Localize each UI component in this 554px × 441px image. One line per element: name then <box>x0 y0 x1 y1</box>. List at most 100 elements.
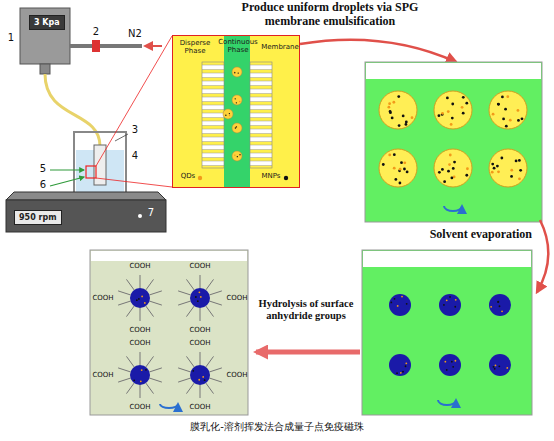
drawing-circle <box>406 303 408 305</box>
device-outlet <box>40 64 50 74</box>
drawing-circle <box>493 167 496 170</box>
drawing-circle <box>452 366 454 368</box>
microsphere-panel <box>362 250 532 415</box>
drawing-circle <box>489 91 527 129</box>
drawing-circle <box>200 296 202 298</box>
drawing-circle <box>517 109 520 112</box>
drawing-circle <box>439 354 461 376</box>
drawing-circle <box>466 167 469 170</box>
drawing-circle <box>449 296 451 298</box>
callout-number: 6 <box>38 179 48 191</box>
stir-symbol <box>160 404 178 408</box>
drawing-circle <box>234 71 235 72</box>
drawing-line <box>150 378 162 382</box>
drawing-circle <box>232 151 242 161</box>
particle-label: QDs <box>177 173 199 181</box>
drawing-circle <box>130 288 150 308</box>
step-label: Solvent evaporation <box>386 228 532 242</box>
drawing-line <box>178 301 190 305</box>
droplets <box>223 67 242 161</box>
drawing-circle <box>494 368 496 370</box>
drawing-line <box>178 291 190 295</box>
drawing-circle <box>499 305 501 307</box>
gas-pipe <box>70 44 142 48</box>
drawing-circle <box>502 117 505 120</box>
drawing-circle <box>393 153 396 156</box>
drawing-line <box>178 368 190 372</box>
drawing-line <box>118 368 130 372</box>
group-label: COOH <box>188 403 212 412</box>
group-label: COOH <box>128 339 152 348</box>
emulsion-panel <box>365 62 542 222</box>
drawing-line <box>146 356 154 367</box>
callout-number: 1 <box>6 32 16 44</box>
magnetic-stirrer <box>6 200 166 232</box>
drawing-circle <box>501 95 504 98</box>
drawing-circle <box>449 154 452 157</box>
drawing-circle <box>396 372 398 374</box>
drawing-line <box>140 352 141 365</box>
drawing-circle <box>232 95 242 105</box>
group-label: COOH <box>128 326 152 335</box>
drawing-line <box>206 306 214 317</box>
speed-display: 950 rpm <box>14 210 62 225</box>
drawing-circle <box>238 72 239 73</box>
group-label: COOH <box>91 294 115 303</box>
drawing-circle <box>518 159 521 162</box>
membrane-pores <box>202 62 224 168</box>
drawing-circle <box>519 169 522 172</box>
drawing-circle <box>455 299 457 301</box>
drawing-line <box>126 279 134 290</box>
drawing-line <box>186 383 194 394</box>
drawing-line <box>150 291 162 295</box>
zoom-leader <box>96 178 172 187</box>
drawing-circle <box>453 161 456 164</box>
drawing-circle <box>392 101 395 104</box>
drawing-line <box>126 383 134 394</box>
step-label: Produce uniform droplets via SPG membran… <box>222 1 438 29</box>
drawing-circle <box>390 302 392 304</box>
drawing-circle <box>450 123 453 126</box>
group-label: COOH <box>188 262 212 271</box>
drawing-line <box>206 279 214 290</box>
drawing-circle <box>394 178 397 181</box>
drawing-circle <box>509 119 512 122</box>
drawing-line <box>186 279 194 290</box>
zoom-marker <box>86 166 96 178</box>
drawing-line <box>200 275 201 288</box>
display-text: 3 Kpa <box>34 18 60 27</box>
drawing-line <box>200 352 201 365</box>
drawing-line <box>146 306 154 317</box>
step-label: Hydrolysis of surface anhydride groups <box>252 298 360 322</box>
drawing-circle <box>447 170 450 173</box>
drawing-circle <box>232 123 242 133</box>
drawing-circle <box>454 306 456 308</box>
drawing-circle <box>492 113 495 116</box>
drawing-circle <box>400 161 403 164</box>
panel <box>90 250 248 415</box>
drawing-circle <box>518 177 521 180</box>
drawing-circle <box>405 365 407 367</box>
drawing-circle <box>446 369 448 371</box>
drawing-line <box>200 308 201 321</box>
drawing-circle <box>140 380 142 382</box>
disperse-phase <box>172 35 300 188</box>
drawing-circle <box>451 103 454 106</box>
drawing-circle <box>389 110 392 113</box>
drawing-circle <box>402 115 405 118</box>
callout-number: 3 <box>130 124 140 136</box>
drawing-circle <box>465 174 468 177</box>
microspheres <box>389 294 511 376</box>
drawing-circle <box>489 294 511 316</box>
drawing-line <box>140 385 141 398</box>
drawing-circle <box>491 171 494 174</box>
group-label: COOH <box>188 339 212 348</box>
drawing-circle <box>454 360 456 362</box>
membrane-zoom-box: Disperse PhaseContinuous PhaseMembraneQD… <box>172 35 300 188</box>
drawing-circle <box>198 379 200 381</box>
drawing-circle <box>521 117 524 120</box>
drawing-circle <box>497 103 500 106</box>
drawing-circle <box>399 168 402 171</box>
leader-line <box>50 177 84 186</box>
